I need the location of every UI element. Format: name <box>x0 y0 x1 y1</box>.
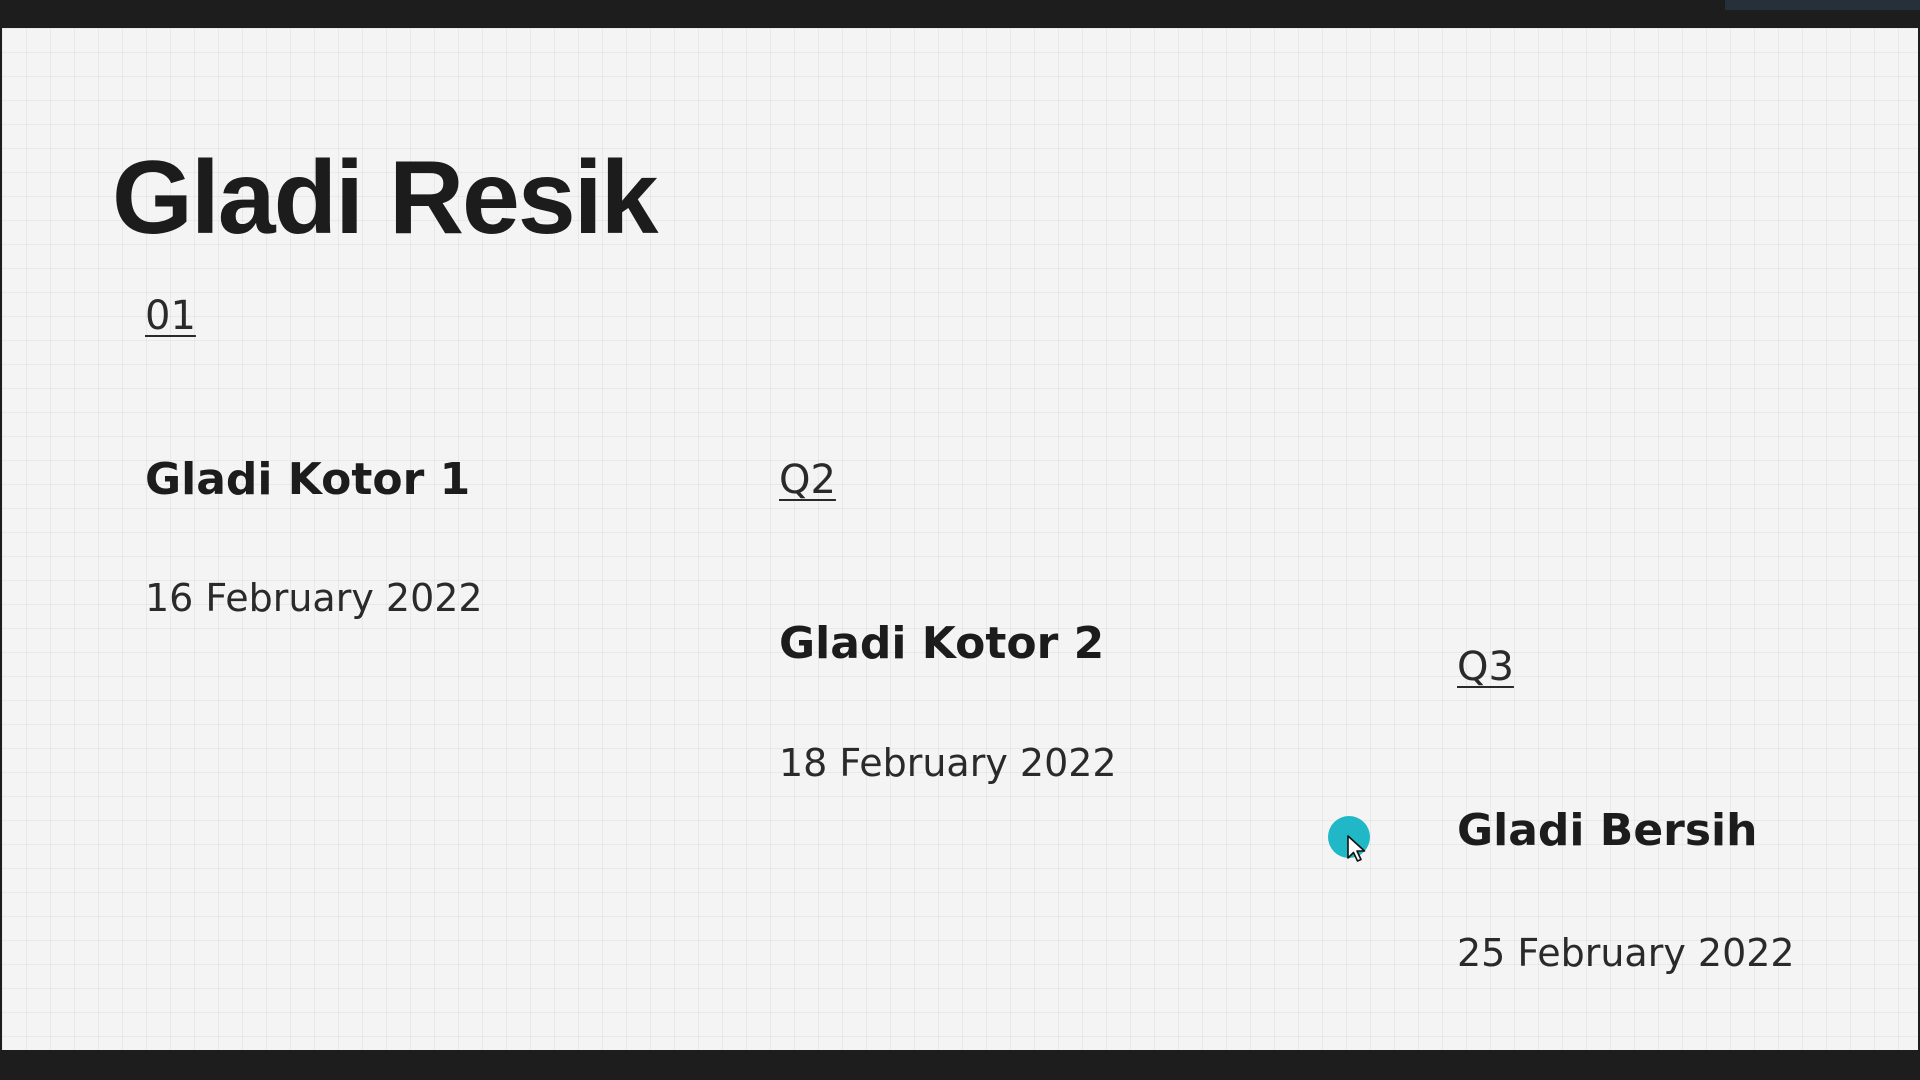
top-bar <box>0 0 1920 28</box>
timeline-step-3: Q3 Gladi Bersih 25 February 2022 <box>1457 644 1918 972</box>
timeline-step-1: 01 Gladi Kotor 1 16 February 2022 <box>145 293 705 617</box>
step-date: 25 February 2022 <box>1457 931 1795 975</box>
bottom-bar <box>0 1050 1920 1080</box>
slide-title: Gladi Resik <box>112 140 658 256</box>
step-date: 18 February 2022 <box>779 741 1117 785</box>
step-date: 16 February 2022 <box>145 576 483 620</box>
step-name: Gladi Kotor 1 <box>145 454 471 505</box>
step-number: Q3 <box>1457 644 1514 690</box>
timeline-step-2: Q2 Gladi Kotor 2 18 February 2022 <box>779 457 1339 782</box>
step-name: Gladi Bersih <box>1457 805 1758 856</box>
step-number: 01 <box>145 293 196 339</box>
presentation-slide: Gladi Resik 01 Gladi Kotor 1 16 February… <box>2 28 1918 1050</box>
mouse-pointer-icon <box>1347 835 1366 862</box>
top-bar-accent <box>1725 0 1920 10</box>
step-name: Gladi Kotor 2 <box>779 618 1105 669</box>
step-number: Q2 <box>779 457 836 503</box>
